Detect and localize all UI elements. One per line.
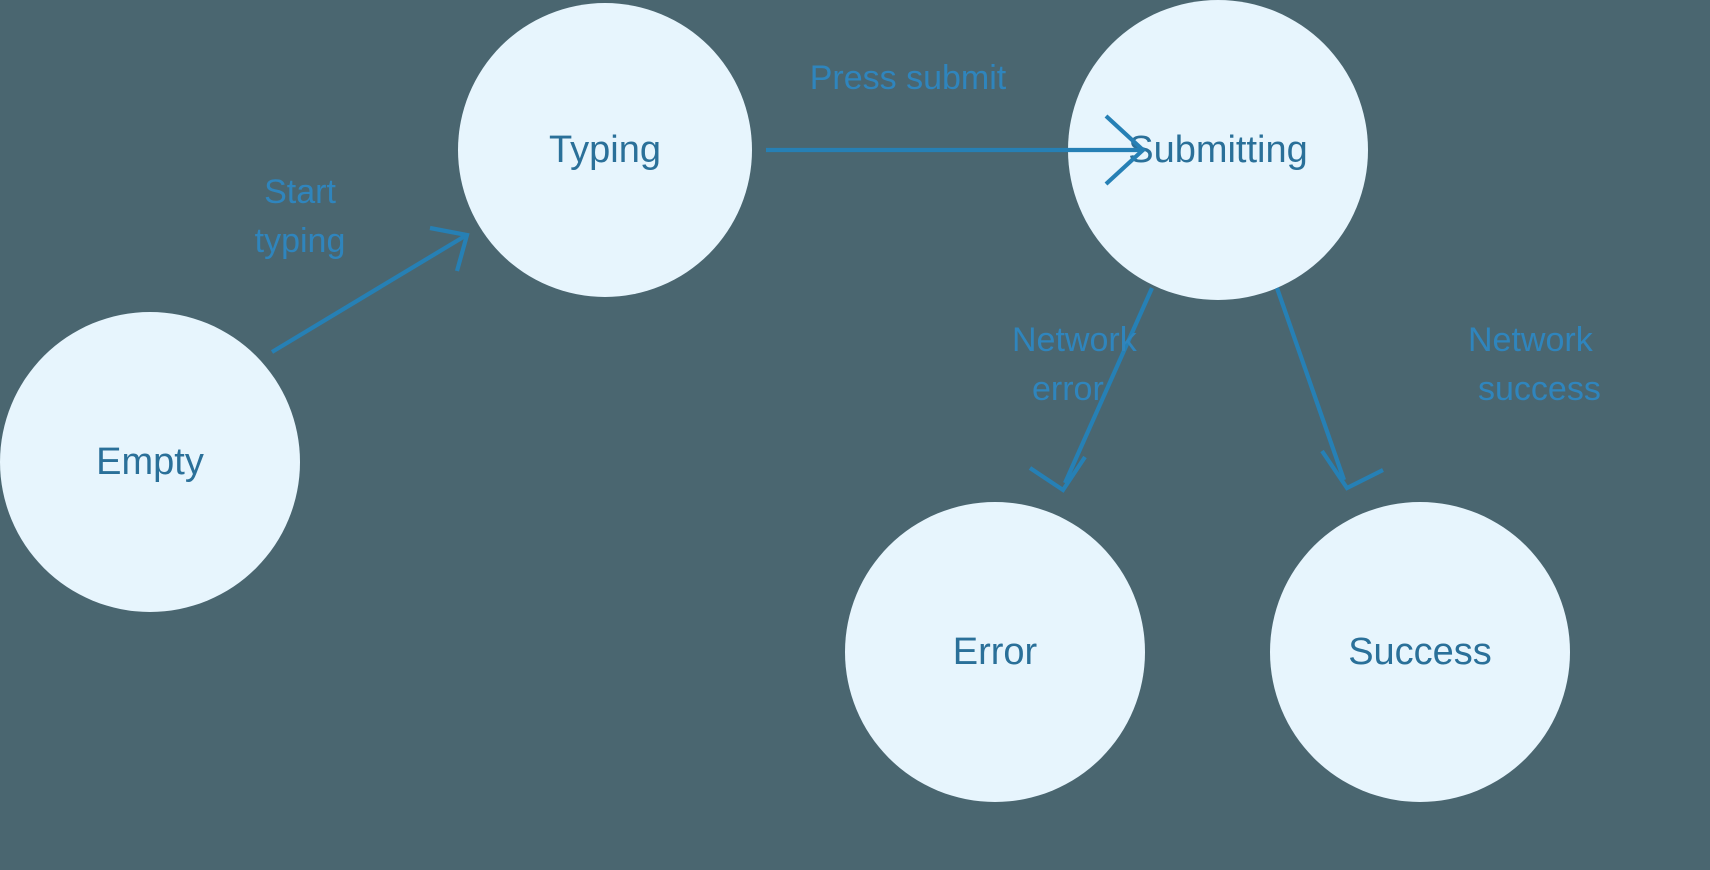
node-submitting[interactable]: Submitting bbox=[1068, 0, 1368, 300]
edge-network-success-line bbox=[1275, 287, 1346, 481]
node-typing-label: Typing bbox=[549, 129, 661, 171]
edge-network-error-arrowhead bbox=[1028, 455, 1087, 493]
edge-label-network-error-line1: Network bbox=[1012, 321, 1138, 359]
node-error[interactable]: Error bbox=[845, 502, 1145, 802]
node-empty-circle[interactable] bbox=[0, 312, 300, 612]
edge-label-press-submit: Press submit bbox=[810, 59, 1007, 97]
edge-label-network-success-line1: Network bbox=[1468, 321, 1594, 359]
edge-network-success bbox=[1275, 287, 1384, 491]
edge-network-error-line bbox=[1063, 287, 1154, 484]
node-submitting-circle[interactable] bbox=[1068, 0, 1368, 300]
edge-network-error bbox=[1028, 287, 1154, 493]
edge-label-start-typing-line1: Start bbox=[264, 173, 336, 211]
edge-start-typing-line bbox=[270, 234, 467, 354]
edge-label-start-typing: Start typing bbox=[255, 173, 346, 260]
node-success-label: Success bbox=[1348, 631, 1492, 673]
edge-label-network-success-line2: success bbox=[1478, 370, 1601, 408]
node-submitting-label: Submitting bbox=[1128, 129, 1308, 171]
edge-press-submit-arrowhead bbox=[1104, 114, 1147, 186]
edge-network-success-arrowhead bbox=[1320, 449, 1384, 491]
node-error-circle[interactable] bbox=[845, 502, 1145, 802]
edge-label-network-error: Network error bbox=[1012, 321, 1138, 408]
node-empty-label: Empty bbox=[96, 441, 204, 483]
node-success-circle[interactable] bbox=[1270, 502, 1570, 802]
node-empty[interactable]: Empty bbox=[0, 312, 300, 612]
edge-start-typing bbox=[270, 225, 470, 354]
edge-label-press-submit-line1: Press submit bbox=[810, 59, 1007, 97]
node-success[interactable]: Success bbox=[1270, 502, 1570, 802]
node-typing-circle[interactable] bbox=[458, 3, 752, 297]
edge-start-typing-arrowhead bbox=[429, 225, 470, 272]
edge-press-submit bbox=[766, 114, 1147, 186]
node-error-label: Error bbox=[953, 631, 1038, 673]
edge-label-network-error-line2: error bbox=[1032, 370, 1104, 408]
edge-label-network-success: Network success bbox=[1468, 321, 1601, 408]
node-typing[interactable]: Typing bbox=[458, 3, 752, 297]
edge-label-start-typing-line2: typing bbox=[255, 222, 346, 260]
